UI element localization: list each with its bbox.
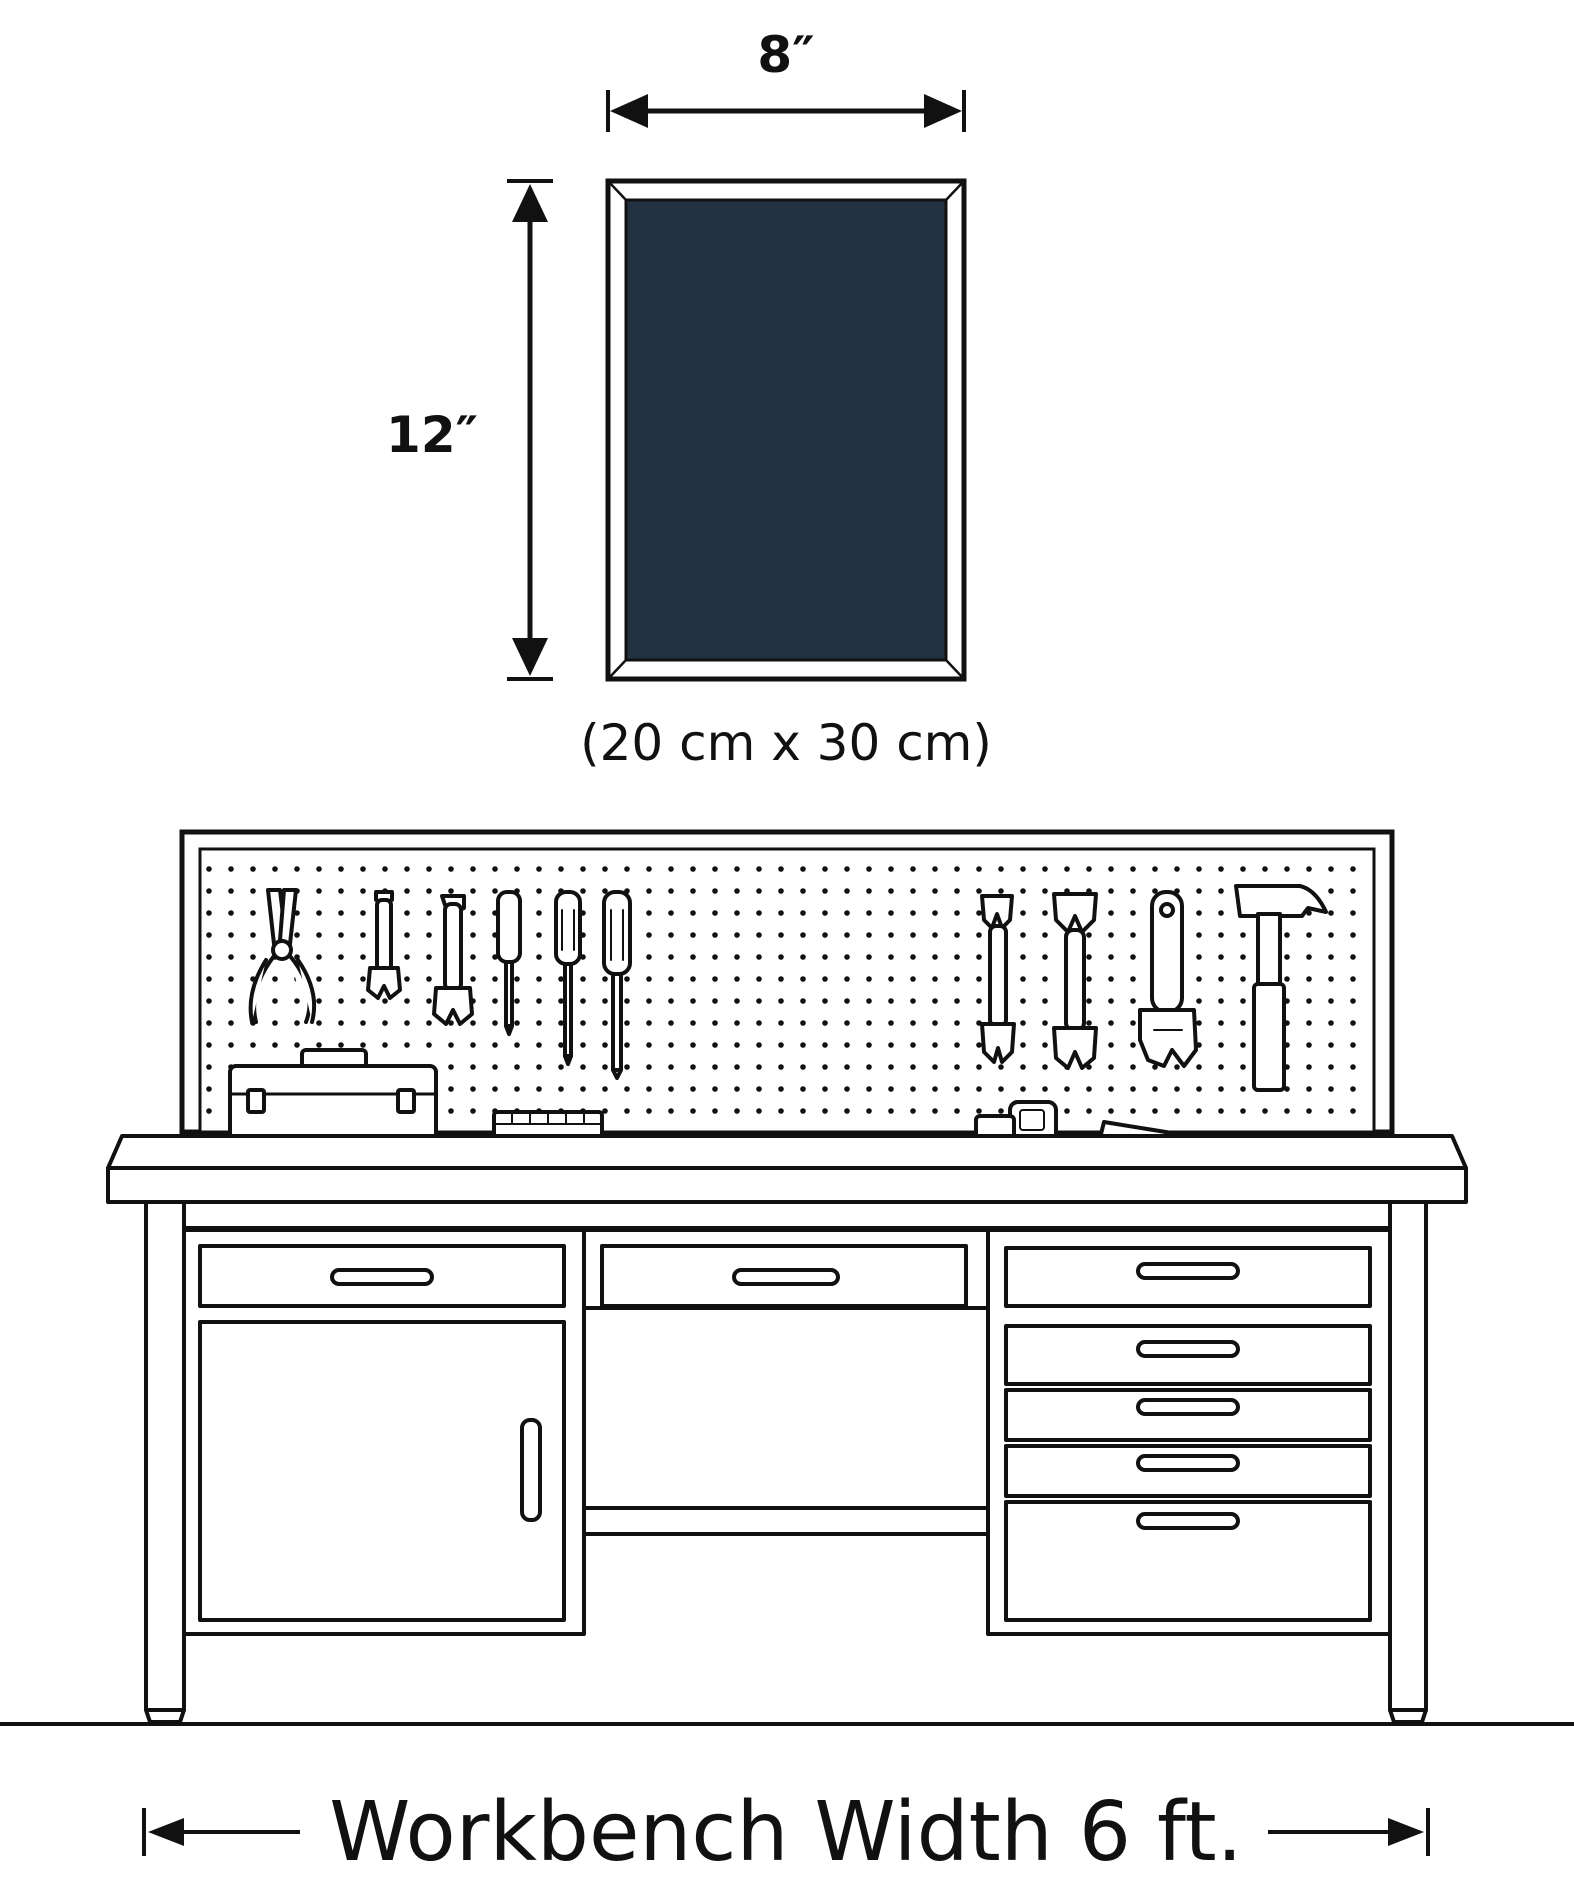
arrow-down-icon	[512, 638, 548, 676]
frame-height-label: 12″	[386, 406, 478, 464]
wrench-icon	[366, 890, 402, 1000]
wrench-icon	[980, 894, 1016, 1064]
picture-frame	[605, 178, 967, 682]
wrench-icon	[1052, 892, 1098, 1070]
arrow-up-icon	[512, 184, 548, 222]
screwdriver-icon	[602, 890, 632, 1080]
arrow-right-icon	[1388, 1818, 1424, 1846]
center-shelf	[582, 1506, 990, 1536]
arrow-right-icon	[924, 94, 962, 128]
screwdriver-icon	[554, 890, 582, 1066]
bench-top	[106, 1134, 1468, 1170]
frame-metric-label: (20 cm x 30 cm)	[580, 714, 992, 772]
frame-width-label: 8″	[757, 26, 814, 84]
frame-width-dimension: 8″	[606, 26, 966, 132]
left-drawer	[198, 1244, 566, 1308]
arrow-left-icon	[148, 1818, 184, 1846]
bench-width-dimension: Workbench Width 6 ft.	[142, 1785, 1430, 1880]
bench-leg-left	[144, 1200, 186, 1712]
bench-width-label: Workbench Width 6 ft.	[329, 1785, 1242, 1880]
bench-leg-right	[1388, 1200, 1428, 1712]
tape-measure-icon	[974, 1100, 1058, 1154]
pliers-icon	[248, 888, 317, 1024]
screwdriver-icon	[496, 890, 522, 1036]
frame-canvas	[624, 198, 948, 662]
left-cabinet	[182, 1228, 586, 1636]
frame-height-dimension: 12″	[386, 179, 553, 681]
adjustable-wrench-icon	[1138, 890, 1198, 1068]
left-cabinet-door	[198, 1320, 566, 1622]
right-drawer-stack	[986, 1228, 1392, 1636]
wrench-icon	[432, 894, 474, 1026]
center-section	[582, 1228, 990, 1536]
workbench	[106, 1134, 1468, 1724]
arrow-left-icon	[610, 94, 648, 128]
door-handle	[520, 1418, 542, 1522]
hammer-icon	[1234, 884, 1328, 1092]
